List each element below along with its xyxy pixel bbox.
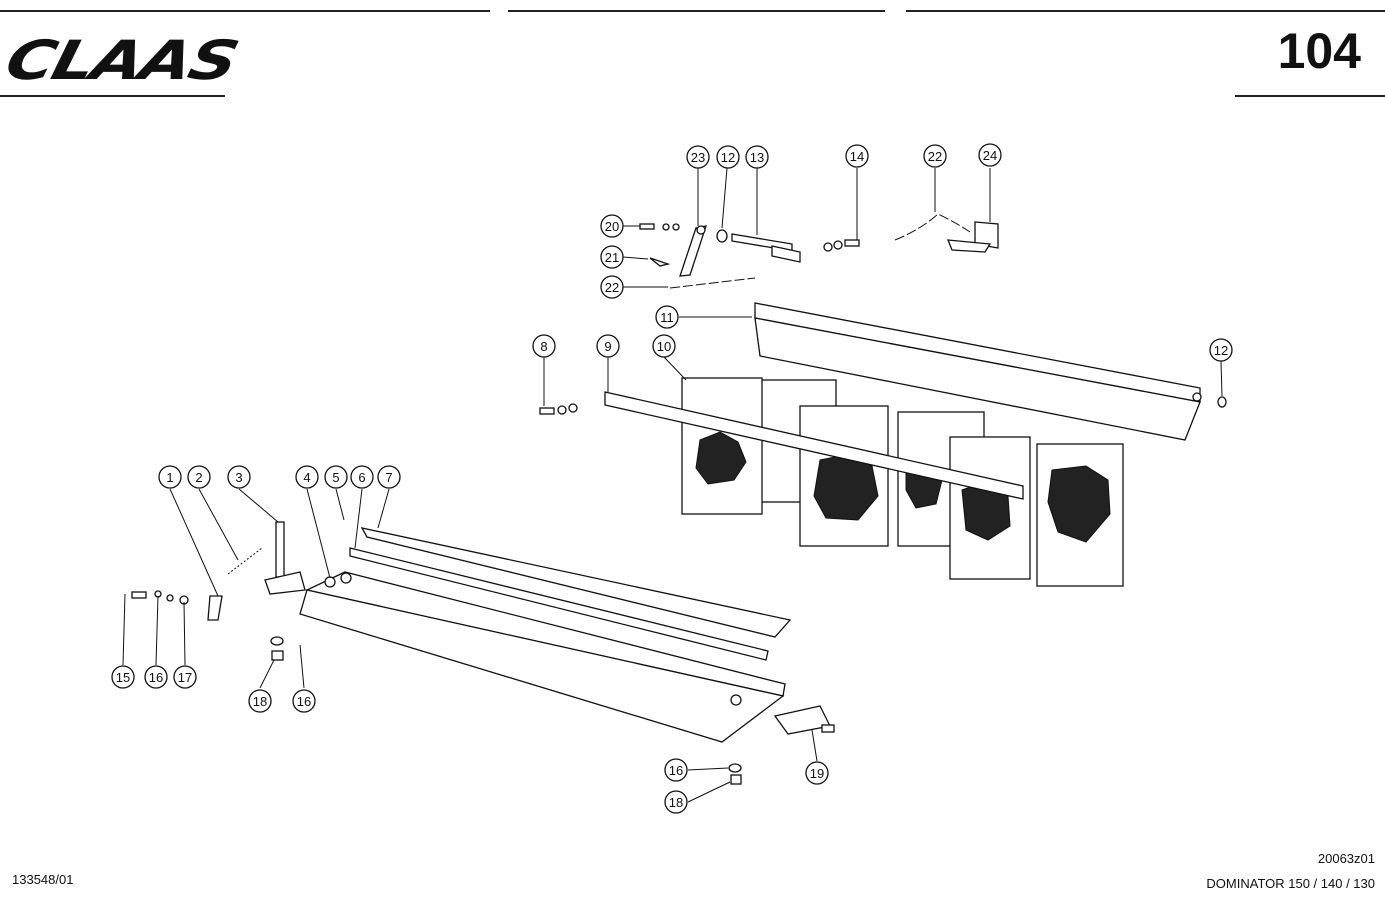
top-border-left	[0, 10, 490, 12]
rubber-flap-group	[681, 377, 1124, 587]
callout-13: 13	[745, 145, 769, 169]
svg-text:16: 16	[297, 694, 311, 709]
washer-nut-16-18-left	[270, 636, 284, 661]
beam-part-11	[754, 302, 1227, 441]
svg-text:11: 11	[660, 310, 674, 325]
callout-21: 21	[600, 245, 624, 269]
knife-strip-part-7	[360, 527, 792, 638]
svg-text:5: 5	[332, 470, 339, 485]
svg-text:14: 14	[850, 149, 864, 164]
callout-18-right: 18	[664, 790, 688, 814]
lever-part-1	[207, 595, 223, 621]
callout-11: 11	[655, 305, 679, 329]
callout-16-right: 16	[664, 758, 688, 782]
svg-text:12: 12	[1214, 343, 1228, 358]
svg-text:22: 22	[928, 149, 942, 164]
svg-text:21: 21	[605, 250, 619, 265]
callout-24: 24	[978, 143, 1002, 167]
bracket-part-19	[773, 705, 835, 735]
bolt-part-14	[823, 239, 860, 252]
top-border-middle	[508, 10, 885, 12]
callout-16-middle: 16	[292, 689, 316, 713]
callout-10: 10	[652, 334, 676, 358]
leader-lines	[122, 167, 1223, 803]
svg-text:2: 2	[195, 470, 202, 485]
spring-part-2	[227, 547, 263, 575]
callout-22-bottom: 22	[600, 275, 624, 299]
header-rule-right	[1235, 95, 1385, 97]
svg-text:16: 16	[149, 670, 163, 685]
svg-text:17: 17	[178, 670, 192, 685]
callout-15: 15	[111, 665, 135, 689]
callout-17: 17	[173, 665, 197, 689]
bracket-part-24	[947, 221, 999, 253]
callout-8: 8	[532, 334, 556, 358]
model-name: DOMINATOR 150 / 140 / 130	[1206, 876, 1375, 891]
page-number: 104	[1277, 23, 1361, 79]
callout-23: 23	[686, 145, 710, 169]
pin-part-21	[649, 257, 671, 267]
svg-text:24: 24	[983, 148, 997, 163]
svg-text:7: 7	[385, 470, 392, 485]
callout-5: 5	[324, 465, 348, 489]
drawing-code: 20063z01	[1317, 851, 1375, 866]
strip-part-6	[349, 547, 769, 661]
callout-14: 14	[845, 144, 869, 168]
callout-3: 3	[227, 465, 251, 489]
callout-20: 20	[600, 214, 624, 238]
callout-1: 1	[158, 465, 182, 489]
bracket-part-3	[264, 521, 306, 595]
callout-9: 9	[596, 334, 620, 358]
svg-text:22: 22	[605, 280, 619, 295]
callout-6: 6	[350, 465, 374, 489]
svg-text:1: 1	[166, 470, 173, 485]
bolt-part-20	[639, 223, 680, 231]
strip-part-9	[539, 391, 1024, 500]
callout-12-right: 12	[1209, 338, 1233, 362]
svg-text:6: 6	[358, 470, 365, 485]
svg-text:13: 13	[750, 150, 764, 165]
svg-text:20: 20	[605, 219, 619, 234]
chain-part-22-bottom	[669, 277, 756, 289]
svg-text:18: 18	[253, 694, 267, 709]
svg-text:10: 10	[657, 339, 671, 354]
header-rule-left	[0, 95, 225, 97]
top-border-right	[906, 10, 1385, 12]
callout-7: 7	[377, 465, 401, 489]
svg-text:8: 8	[540, 339, 547, 354]
guide-plate-part-4	[299, 571, 786, 743]
callout-16-left: 16	[144, 665, 168, 689]
svg-text:4: 4	[303, 470, 310, 485]
callout-19: 19	[805, 761, 829, 785]
washer-part-12-top	[716, 229, 728, 243]
callout-18-left: 18	[248, 689, 272, 713]
svg-text:12: 12	[721, 150, 735, 165]
callout-4: 4	[295, 465, 319, 489]
lever-arm-part	[679, 225, 707, 277]
document-number: 133548/01	[12, 872, 74, 887]
svg-text:23: 23	[691, 150, 705, 165]
bolt-part-15	[131, 590, 189, 605]
callout-2: 2	[187, 465, 211, 489]
svg-text:19: 19	[810, 766, 824, 781]
svg-text:9: 9	[604, 339, 611, 354]
callout-22-top: 22	[923, 144, 947, 168]
chain-part-22-top	[894, 213, 971, 241]
callout-12-top: 12	[716, 145, 740, 169]
washer-nut-16-18-right	[728, 763, 742, 785]
svg-text:15: 15	[116, 670, 130, 685]
svg-text:18: 18	[669, 795, 683, 810]
shaft-part-13	[731, 233, 801, 263]
svg-text:16: 16	[669, 763, 683, 778]
svg-text:3: 3	[235, 470, 242, 485]
